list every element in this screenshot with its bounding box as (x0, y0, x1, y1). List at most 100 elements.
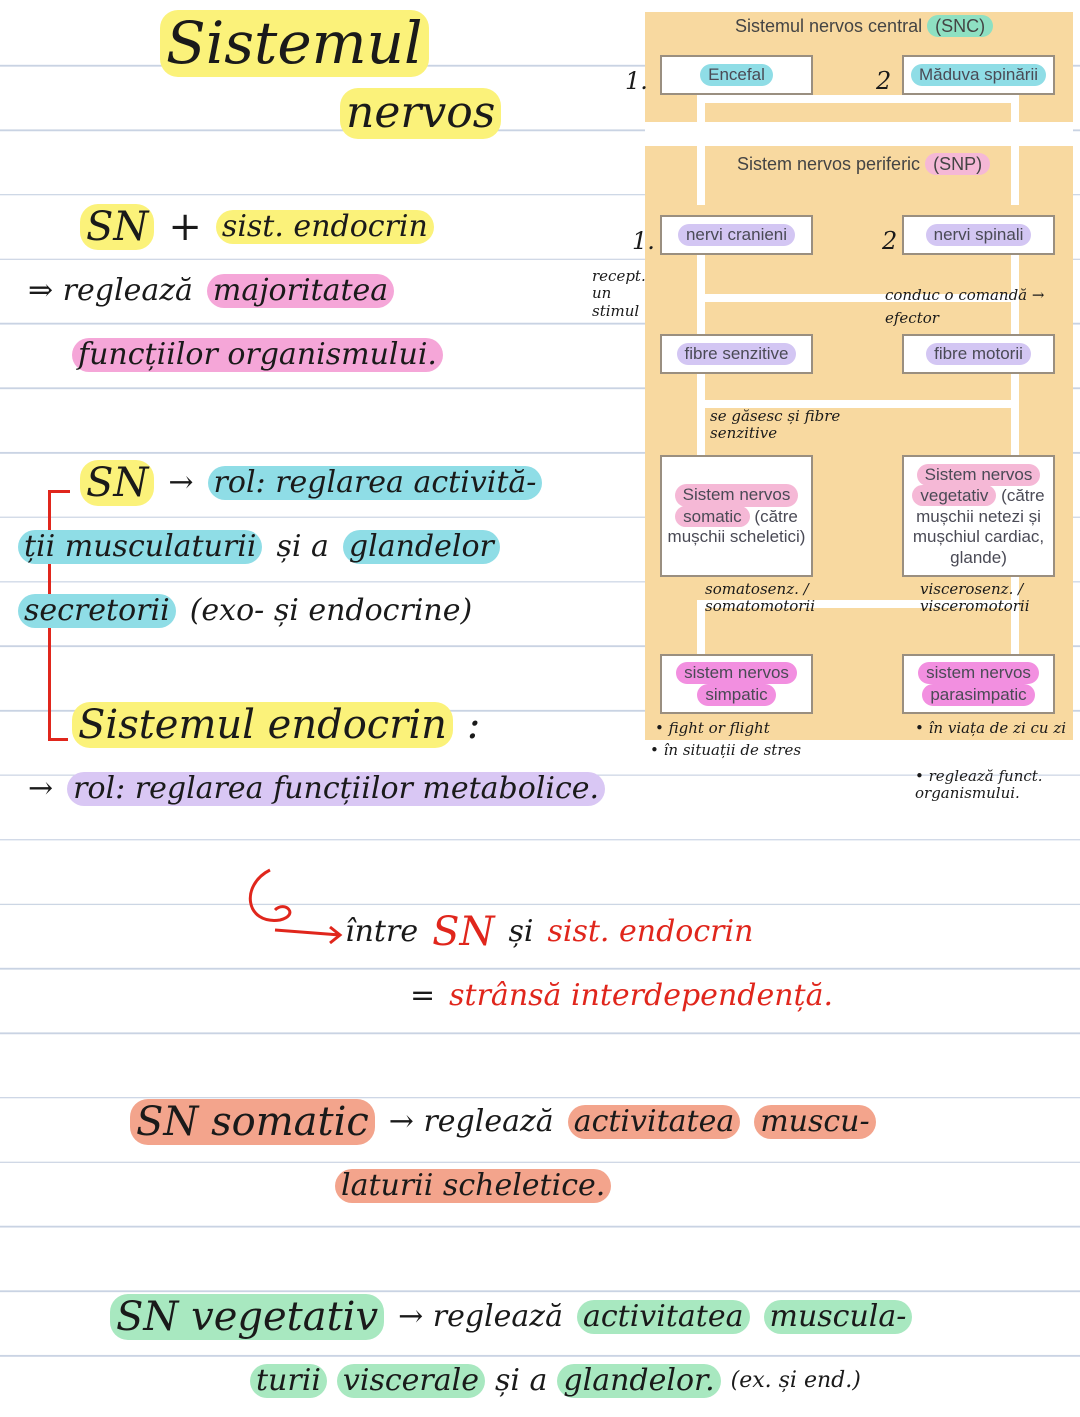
intro-majoritatea: majoritatea (206, 273, 395, 309)
somatic-block: SN somatic → reglează activitatea muscu-… (0, 1090, 1070, 1218)
snc-label: Sistemul nervos central (SNC) (735, 15, 994, 37)
intro-functiilor: funcțiilor organismului. (72, 337, 443, 373)
connector (697, 374, 705, 456)
somatic-activitatea: activitatea (567, 1104, 741, 1140)
intro-row-2: ⇒ reglează majoritatea (18, 259, 633, 323)
fibre-senzitive-label: fibre senzitive (676, 342, 797, 366)
encefal-label: Encefal (700, 63, 773, 87)
role-row-2: ții musculaturii și a glandelor (18, 515, 633, 579)
somatic-arrow: → reglează (388, 1103, 554, 1139)
box-maduva: Măduva spinării (902, 55, 1055, 95)
curved-arrow-icon (248, 868, 343, 945)
vegetativ-label-a: Sistem nervos (916, 464, 1041, 487)
box-simpatic: sistem nervos simpatic (660, 654, 813, 714)
intro-endocrin: sist. endocrin (215, 209, 434, 245)
parasimpatic-label-b: parasimpatic (922, 684, 1035, 707)
somatic-label-b: somatic (675, 505, 750, 527)
simpatic-label-a: sistem nervos (676, 661, 797, 684)
connector (697, 600, 705, 655)
num-1-snp: 1. (632, 227, 655, 255)
role-line2: ții musculaturii (18, 529, 263, 565)
relation-sn: SN (432, 909, 495, 955)
annotation-recept: recept. un stimul (592, 267, 646, 320)
vegetativ-sn: SN vegetativ (110, 1294, 385, 1340)
role-glandelor: glandelor (342, 529, 500, 565)
somatic-line2: laturii scheletice. (335, 1168, 612, 1204)
num-2-snc: 2 (876, 67, 892, 95)
bracket-bottom (48, 738, 68, 741)
vegetativ-label-c: (către mușchii netezi și mușchiul cardia… (912, 486, 1045, 567)
endocrine-row-2: → rol: reglarea funcțiilor metabolice. (18, 757, 633, 821)
box-fibre-senzitive: fibre senzitive (660, 334, 813, 374)
box-nervi-spinali: nervi spinali (902, 215, 1055, 255)
annotation-viscero: viscerosenz. / visceromotorii (920, 580, 1030, 616)
connector (697, 600, 1019, 608)
somatic-muscu: muscu- (754, 1104, 876, 1140)
fibre-motorii-label: fibre motorii (926, 342, 1031, 366)
role-line2b: și a (276, 528, 329, 564)
snc-label-text: Sistemul nervos central (735, 16, 923, 36)
box-nervi-cranieni: nervi cranieni (660, 215, 813, 255)
connector (697, 400, 1019, 408)
simpatic-note-2: • în situații de stres (650, 741, 802, 759)
relation-row-2: = strânsă interdependență. (345, 964, 1065, 1028)
intro-row-1: SN + sist. endocrin (18, 195, 633, 259)
intro-row-3: funcțiilor organismului. (18, 323, 633, 387)
vegetativ-glandelor: glandelor. (557, 1363, 721, 1399)
somatic-sn: SN somatic (130, 1099, 375, 1145)
num-2-snp: 2 (882, 227, 898, 255)
role-sn: SN (80, 460, 155, 506)
intro-sn: SN (80, 204, 155, 250)
maduva-label: Măduva spinării (910, 63, 1047, 87)
role-row-3: secretorii (exo- și endocrine) (18, 579, 633, 643)
relation-row-1: între SN și sist. endocrin (345, 900, 1065, 964)
relation-eq: = (410, 977, 436, 1013)
simpatic-note-1: • fight or flight (655, 719, 770, 737)
role-text: rol: reglarea activită- (207, 465, 543, 501)
title-line1: Sistemul (160, 10, 429, 77)
role-exo: (exo- și endocrine) (189, 592, 473, 628)
relation-intre: între (345, 913, 419, 949)
endocrine-rol: rol: reglarea funcțiilor metabolice. (67, 771, 606, 807)
box-encefal: Encefal (660, 55, 813, 95)
nervi-spinali-label: nervi spinali (925, 223, 1032, 247)
role-secretorii: secretorii (18, 593, 176, 629)
parasimpatic-note-1: • în viața de zi cu zi (915, 719, 1067, 737)
nervous-system-diagram: Sistemul nervos central (SNC) Encefal Mă… (645, 12, 1073, 740)
intro-plus: + (168, 204, 202, 250)
endocrine-row-1: Sistemul endocrin : (18, 693, 633, 757)
diagram-gap (645, 122, 1073, 146)
box-fibre-motorii: fibre motorii (902, 334, 1055, 374)
relation-si: și (508, 913, 534, 949)
relation-interdep: strânsă interdependență. (449, 977, 834, 1013)
snp-label: Sistem nervos periferic (SNP) (737, 153, 991, 175)
simpatic-label-b: simpatic (697, 684, 776, 707)
endocrine-arrow: → (28, 770, 54, 806)
box-somatic: Sistem nervos somatic (către mușchii sch… (660, 455, 813, 577)
somatic-row-2: laturii scheletice. (0, 1154, 1070, 1218)
vegetativ-viscerale: viscerale (336, 1363, 485, 1399)
somatic-label-a: Sistem nervos (674, 484, 799, 507)
vegetativ-label-b: vegetativ (912, 485, 997, 507)
annotation-somato: somatosenz. / somatomotorii (705, 580, 816, 616)
vegetativ-arrow: → reglează (398, 1298, 563, 1334)
title-line2: nervos (340, 87, 502, 139)
parasimpatic-label-a: sistem nervos (918, 661, 1039, 684)
connector (697, 294, 1019, 302)
box-parasimpatic: sistem nervos parasimpatic (902, 654, 1055, 714)
vegetativ-si: și a (495, 1362, 548, 1398)
relation-sist: sist. endocrin (547, 913, 754, 949)
box-vegetativ: Sistem nervos vegetativ (către mușchii n… (902, 455, 1055, 577)
endocrine-title: Sistemul endocrin (72, 702, 453, 748)
snp-label-text: Sistem nervos periferic (737, 154, 921, 174)
intro-reglates: ⇒ reglează (28, 272, 193, 308)
nervi-cranieni-label: nervi cranieni (677, 223, 796, 247)
vegetativ-ex: (ex. și end.) (730, 1368, 861, 1394)
vegetativ-block: SN vegetativ → reglează activitatea musc… (0, 1285, 1075, 1413)
connector (1011, 374, 1019, 456)
parasimpatic-note-2: • reglează funct. organismului. (915, 767, 1043, 803)
snc-connector (697, 95, 1019, 205)
relation-block: între SN și sist. endocrin = strânsă int… (345, 900, 1065, 1028)
somatic-label-c: (către mușchii scheletici) (667, 506, 806, 547)
vegetativ-turii: turii (250, 1363, 327, 1399)
